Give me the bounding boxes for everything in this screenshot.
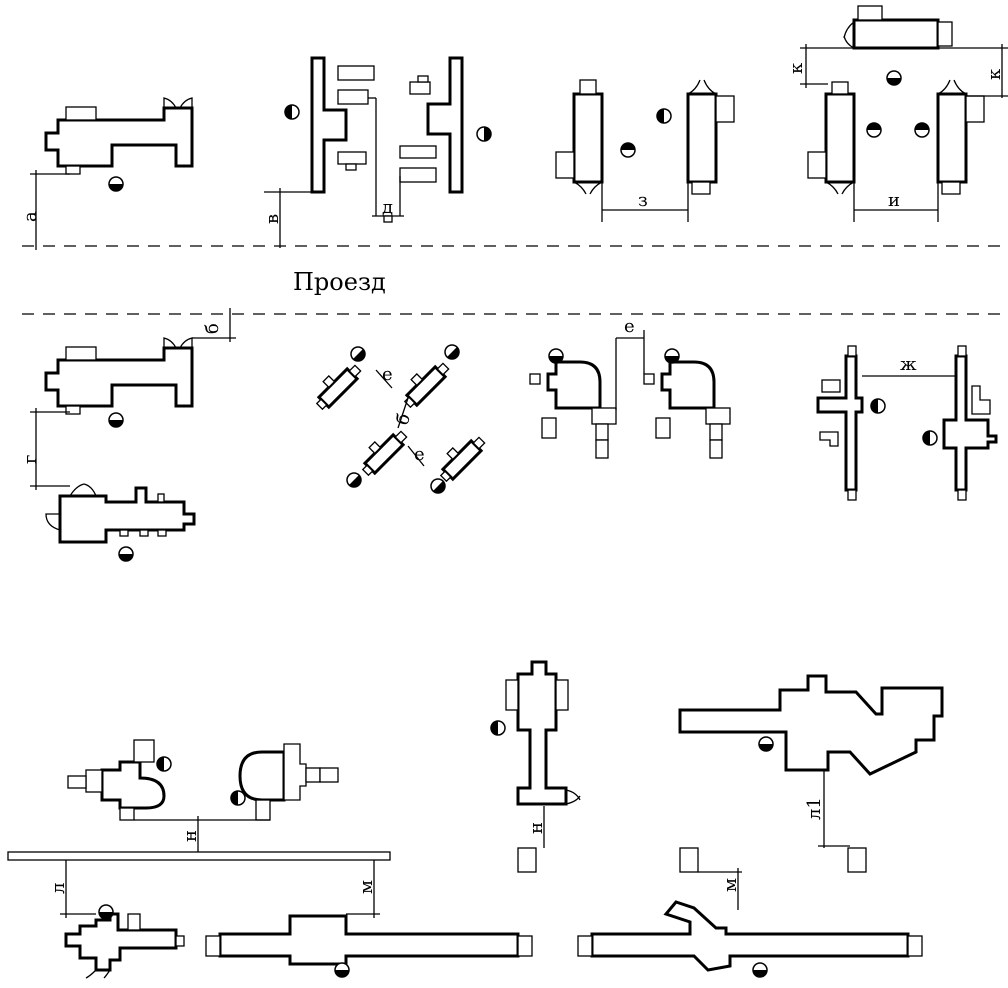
wall-partition bbox=[7, 851, 391, 861]
long-lathe-a-body bbox=[218, 914, 520, 966]
operator-position-icon bbox=[752, 962, 768, 978]
small-lathe-body bbox=[64, 912, 178, 972]
drill-a-body bbox=[100, 760, 166, 810]
operator-position-icon bbox=[476, 126, 492, 142]
operator-position-icon bbox=[490, 720, 506, 736]
operator-position-icon bbox=[284, 104, 300, 120]
lathe-top bbox=[852, 18, 940, 50]
operator-position-icon bbox=[430, 478, 446, 494]
dim-zh: ж bbox=[900, 354, 917, 375]
milling-machine-body bbox=[58, 486, 196, 544]
column-left-body bbox=[816, 354, 864, 492]
group-diagonal: е б е bbox=[315, 362, 486, 483]
dim-d: д bbox=[382, 197, 393, 218]
lathe-i-right bbox=[936, 92, 968, 184]
operator-position-icon bbox=[656, 108, 672, 124]
operator-position-icon bbox=[866, 122, 882, 138]
operator-position-icon bbox=[118, 546, 134, 562]
operator-position-icon bbox=[346, 472, 362, 488]
door-swing-icon bbox=[163, 97, 193, 109]
dim-n1: н bbox=[180, 830, 201, 842]
lathe-i-left bbox=[824, 92, 856, 184]
dim-e2: е bbox=[414, 444, 425, 465]
operator-position-icon bbox=[922, 430, 938, 446]
dim-k-right: к bbox=[984, 68, 1005, 80]
operator-position-icon bbox=[156, 756, 172, 772]
dim-e3: е bbox=[624, 316, 635, 337]
group-lathe-g: б г bbox=[20, 308, 236, 544]
dim-n2: н bbox=[526, 822, 547, 834]
lathe-z-right bbox=[686, 92, 718, 184]
drill-b-body bbox=[238, 750, 286, 802]
lathe-right-body bbox=[426, 56, 464, 194]
lathe-pedal bbox=[65, 165, 81, 175]
lathe-g-body bbox=[44, 346, 194, 408]
column-right-body bbox=[942, 354, 998, 492]
dim-m2: м bbox=[720, 878, 741, 892]
driveway: Проезд bbox=[22, 245, 1008, 315]
operator-position-icon bbox=[334, 962, 350, 978]
lathe-z-left bbox=[572, 92, 604, 184]
dim-a: а bbox=[20, 211, 41, 222]
dim-i: и bbox=[888, 190, 900, 211]
operator-position-icon bbox=[98, 904, 114, 920]
lathe-body bbox=[44, 106, 194, 168]
driveway-label: Проезд bbox=[293, 268, 386, 296]
drill-left-body bbox=[546, 360, 602, 410]
dim-l1: л1 bbox=[804, 797, 825, 820]
group-lathes-perpendicular: в д bbox=[262, 56, 464, 248]
group-vertical-machine: н bbox=[505, 660, 581, 873]
operator-position-icon bbox=[758, 736, 774, 752]
long-lathe-b-body bbox=[590, 900, 910, 972]
operator-position-icon bbox=[870, 398, 886, 414]
drill-right-body bbox=[660, 360, 716, 410]
large-machine-body bbox=[678, 674, 944, 776]
dim-m1: м bbox=[356, 880, 377, 894]
dim-z: з bbox=[638, 190, 648, 211]
group-lathes-z: з bbox=[555, 79, 735, 222]
group-drills: е bbox=[529, 316, 731, 459]
group-drills-wall: н л м bbox=[7, 739, 533, 979]
operator-position-icon bbox=[108, 176, 124, 192]
group-lathes-i-k: к к и bbox=[786, 5, 1008, 222]
dim-b: б bbox=[202, 323, 223, 334]
operator-position-icon bbox=[914, 122, 930, 138]
lathe-cabinet bbox=[65, 106, 97, 121]
group-columns-zh: ж bbox=[816, 345, 998, 501]
operator-position-icon bbox=[886, 70, 902, 86]
dim-e1: е bbox=[382, 364, 393, 385]
operator-position-icon bbox=[548, 348, 564, 364]
operator-position-icon bbox=[108, 412, 124, 428]
lathe-left-body bbox=[310, 56, 348, 194]
dim-k-left: к bbox=[786, 62, 807, 74]
operator-position-icon bbox=[350, 346, 366, 362]
group-lathe-parallel: а bbox=[20, 97, 194, 250]
group-long-lathe-b: м bbox=[577, 847, 923, 972]
operator-position-icon bbox=[230, 790, 246, 806]
dim-g: г bbox=[20, 455, 41, 464]
operator-markers bbox=[98, 70, 938, 978]
group-large-machine: л1 bbox=[678, 674, 944, 873]
dim-l: л bbox=[48, 883, 69, 894]
dim-v: в bbox=[262, 214, 283, 224]
operator-position-icon bbox=[620, 142, 636, 158]
operator-position-icon bbox=[444, 344, 460, 360]
operator-position-icon bbox=[664, 348, 680, 364]
